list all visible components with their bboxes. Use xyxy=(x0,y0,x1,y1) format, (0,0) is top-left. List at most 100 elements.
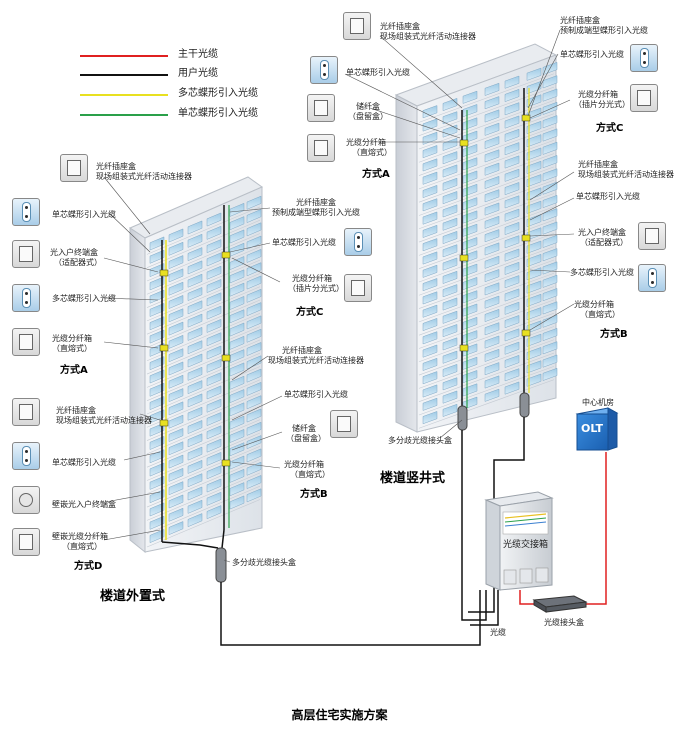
rb-label-mode-a: 方式A xyxy=(362,169,390,180)
label-wall-split-2: （直熔式） xyxy=(62,542,102,551)
joint-box-right-1 xyxy=(457,405,468,431)
single-drop-cable-b-icon xyxy=(12,442,40,470)
label-mode-a: 方式A xyxy=(60,365,88,376)
joint-box-left xyxy=(215,547,227,583)
right-building xyxy=(394,43,558,433)
fiber-cabinet xyxy=(484,491,554,591)
legend-label-trunk: 主干光缆 xyxy=(178,49,218,60)
label-conn-box-b-2: 现场组装式光纤活动连接器 xyxy=(56,416,152,425)
fiber-socket-box-b-icon xyxy=(12,398,40,426)
label-split-box-2: （直熔式） xyxy=(52,344,92,353)
legend-label-user: 用户光缆 xyxy=(178,68,218,79)
label-mode-c-left: 方式C xyxy=(296,307,324,318)
rb-label-terminal-2: （适配器式） xyxy=(580,238,628,247)
rb-label-top-single: 单芯蝶形引入光缆 xyxy=(560,50,624,59)
left-building-cables xyxy=(159,205,231,549)
label-single-dropcable: 单芯蝶形引入光缆 xyxy=(52,210,116,219)
rb-label-terminal-1: 光入户终端盒 xyxy=(578,228,626,237)
label-split-box-1: 光缆分纤箱 xyxy=(52,334,92,343)
fiber-cable-label: 光缆 xyxy=(490,628,506,637)
label-right-conn-1: 光纤插座盒 xyxy=(296,198,336,207)
rb-label-mid-conn-2: 现场组装式光纤活动连接器 xyxy=(578,170,674,179)
label-right-single: 单芯蝶形引入光缆 xyxy=(272,238,336,247)
label-joint-box-left: 多分歧光缆接头盒 xyxy=(232,558,296,567)
label-right-conn-2: 预制成端型蝶形引入光缆 xyxy=(272,208,360,217)
rb-label-split-b-2: （直熔式） xyxy=(580,310,620,319)
rb-label-mid-single: 单芯蝶形引入光缆 xyxy=(576,192,640,201)
rb-split-box-icon xyxy=(307,134,335,162)
rb-label-top-conn-1: 光纤插座盒 xyxy=(560,16,600,25)
wall-split-box-icon xyxy=(12,528,40,556)
splice-box xyxy=(532,595,588,613)
rb-terminal-box-icon xyxy=(638,222,666,250)
diagram-caption: 高层住宅实施方案 xyxy=(291,708,388,722)
wall-terminal-box-icon xyxy=(12,486,40,514)
rb-label-single: 单芯蝶形引入光缆 xyxy=(346,68,410,77)
label-right-split-b-2: （直熔式） xyxy=(290,470,330,479)
rb-label-split-2: （直熔式） xyxy=(352,148,392,157)
split-box-icon xyxy=(12,328,40,356)
cabinet-label: 光缆交接箱 xyxy=(503,540,549,550)
left-building-title: 楼道外置式 xyxy=(100,589,166,604)
trunk-cables xyxy=(220,417,607,646)
rb-label-storage-2: （盘留盒） xyxy=(348,112,388,121)
left-building xyxy=(128,176,264,554)
rb-label-conn-1: 光纤插座盒 xyxy=(380,22,420,31)
label-wall-terminal: 壁嵌光入户终端盒 xyxy=(52,500,116,509)
olt-label: OLT xyxy=(581,422,604,435)
label-conn-box-b-1: 光纤插座盒 xyxy=(56,406,96,415)
rb-label-mode-b: 方式B xyxy=(600,329,628,340)
rb-multi-drop-icon xyxy=(638,264,666,292)
multi-drop-cable-icon xyxy=(12,284,40,312)
legend-label-single-drop: 单芯蝶形引入光缆 xyxy=(178,108,258,119)
rb-label-split-b-1: 光缆分纤箱 xyxy=(574,300,614,309)
rb-label-joint-box: 多分歧光缆接头盒 xyxy=(388,436,452,445)
rb-label-mode-c: 方式C xyxy=(596,123,624,134)
label-right-conn-b-1: 光纤插座盒 xyxy=(282,346,322,355)
olt-device xyxy=(575,407,619,451)
rb-label-top-split-1: 光缆分纤箱 xyxy=(578,90,618,99)
rb-label-multi: 多芯蝶形引入光缆 xyxy=(570,268,634,277)
fiber-socket-box-icon xyxy=(60,154,88,182)
rb-label-split-1: 光缆分纤箱 xyxy=(346,138,386,147)
legend-label-multi-drop: 多芯蝶形引入光缆 xyxy=(178,88,258,99)
label-terminal-box-2: （适配器式） xyxy=(54,258,102,267)
legend-lines xyxy=(80,55,168,116)
label-storage-1: 储纤盒 xyxy=(292,424,316,433)
label-right-single-b: 单芯蝶形引入光缆 xyxy=(284,390,348,399)
rb-top-split-icon xyxy=(630,84,658,112)
rb-label-storage-1: 储纤盒 xyxy=(356,102,380,111)
label-right-split-1: 光缆分纤箱 xyxy=(292,274,332,283)
joint-box-right-2 xyxy=(519,392,530,418)
rb-label-conn-2: 现场组装式光纤活动连接器 xyxy=(380,32,476,41)
label-mode-d: 方式D xyxy=(74,561,103,572)
central-office-label: 中心机房 xyxy=(582,398,614,407)
single-drop-cable-icon xyxy=(12,198,40,226)
label-right-conn-b-2: 现场组装式光纤活动连接器 xyxy=(268,356,364,365)
label-wall-split-1: 壁嵌光缆分纤箱 xyxy=(52,532,108,541)
label-conn-box-a-2: 现场组装式光纤活动连接器 xyxy=(96,172,192,181)
right-single-drop-icon xyxy=(344,228,372,256)
rb-label-top-conn-2: 预制成端型蝶形引入光缆 xyxy=(560,26,648,35)
right-building-title: 楼道竖井式 xyxy=(380,471,446,486)
rb-top-single-icon xyxy=(630,44,658,72)
label-right-split-2: （插片分光式） xyxy=(288,284,344,293)
rb-label-mid-conn-1: 光纤插座盒 xyxy=(578,160,618,169)
rb-label-top-split-2: （插片分光式） xyxy=(574,100,630,109)
label-mode-b-left: 方式B xyxy=(300,489,328,500)
label-storage-2: （盘留盒） xyxy=(286,434,326,443)
label-single-dropcable-b: 单芯蝶形引入光缆 xyxy=(52,458,116,467)
rb-single-drop-icon xyxy=(310,56,338,84)
rb-socket-box-icon xyxy=(343,12,371,40)
left-callouts xyxy=(99,176,283,563)
right-building-cables xyxy=(459,88,531,410)
rb-storage-box-icon xyxy=(307,94,335,122)
splice-box-label: 光缆接头盒 xyxy=(544,618,584,627)
label-terminal-box-1: 光入户终端盒 xyxy=(50,248,98,257)
right-split-box-icon xyxy=(344,274,372,302)
label-right-split-b-1: 光缆分纤箱 xyxy=(284,460,324,469)
terminal-box-icon xyxy=(12,240,40,268)
label-conn-box-a-1: 光纤插座盒 xyxy=(96,162,136,171)
